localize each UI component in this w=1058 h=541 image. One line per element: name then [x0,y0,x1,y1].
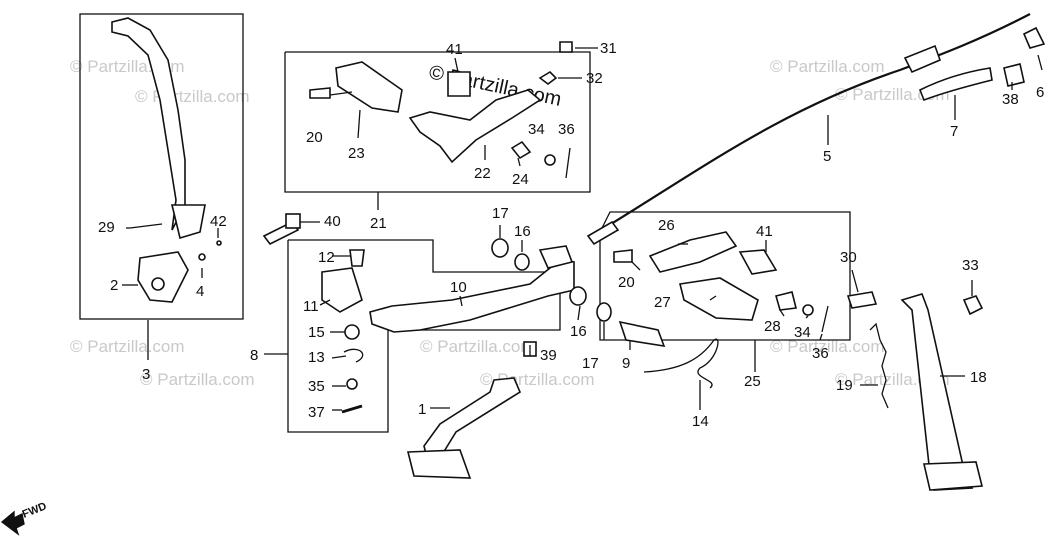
callout-36-b: 36 [812,345,829,362]
callout-5: 5 [823,148,831,165]
callout-12: 12 [318,249,335,266]
callout-17-b: 17 [582,355,599,372]
callout-25: 25 [744,373,761,390]
callout-42: 42 [210,213,227,230]
watermark: © Partzilla.com [770,57,885,76]
callout-7: 7 [950,123,958,140]
group-box-step-holder-left [284,51,591,193]
pivot-bolt-30 [846,291,878,309]
callout-34-b: 34 [794,324,811,341]
callout-14: 14 [692,413,709,430]
callout-8: 8 [250,347,258,364]
return-spring [643,338,719,389]
watermark: © Partzilla.com [135,87,250,106]
kick-starter-arm [111,17,222,303]
fwd-label: FWD [21,500,49,521]
callout-41-a: 41 [446,41,463,58]
watermark: © Partzilla.com [770,337,885,356]
callout-16-b: 16 [570,323,587,340]
callout-13: 13 [308,349,325,366]
fwd-arrow: FWD [0,500,49,536]
callout-16-a: 16 [514,223,531,240]
callout-24: 24 [512,171,529,188]
watermark: © Partzilla.com [420,337,535,356]
callout-3: 3 [142,366,150,383]
callout-26: 26 [658,217,675,234]
group-box-brake-pedal [287,239,561,433]
callout-37: 37 [308,404,325,421]
callout-29: 29 [98,219,115,236]
callout-17-a: 17 [492,205,509,222]
side-stand [900,293,984,491]
callout-20-b: 20 [618,274,635,291]
callout-33: 33 [962,257,979,274]
callout-38: 38 [1002,91,1019,108]
callout-31: 31 [600,40,617,57]
callout-18: 18 [970,369,987,386]
stand-spring [869,322,889,409]
callout-34-a: 34 [528,121,545,138]
callout-40: 40 [324,213,341,230]
callout-23: 23 [348,145,365,162]
callout-11: 11 [303,298,319,315]
callout-36-a: 36 [558,121,575,138]
callout-10: 10 [450,279,467,296]
callout-21: 21 [370,215,387,232]
watermark: © Partzilla.com [140,370,255,389]
group-box-step-holder-right [599,211,851,341]
nut-33 [962,295,984,316]
callout-1: 1 [418,401,426,418]
callout-15: 15 [308,324,325,341]
callout-4: 4 [196,283,204,300]
callout-9: 9 [622,355,630,372]
callout-27: 27 [654,294,671,311]
fwd-arrow-icon [0,510,25,536]
watermark: © Partzilla.com [70,337,185,356]
group-box-kick-starter [79,13,244,320]
clutch-cable [586,13,1046,246]
callout-22: 22 [474,165,491,182]
callout-28: 28 [764,318,781,335]
callout-39: 39 [540,347,557,364]
callout-labels: 1 2 3 4 5 6 7 8 9 10 11 12 13 14 15 16 1… [98,40,1044,430]
gear-shift-pedal [406,377,522,479]
callout-2: 2 [110,277,118,294]
callout-20-a: 20 [306,129,323,146]
callout-35: 35 [308,378,325,395]
callout-6: 6 [1036,84,1044,101]
callout-30: 30 [840,249,857,266]
callout-41-b: 41 [756,223,773,240]
leader-lines [122,47,1043,411]
step-holder-right [613,231,829,348]
step-holder-left [309,41,573,179]
callout-32: 32 [586,70,603,87]
bolt-40 [262,213,301,246]
callout-19: 19 [836,377,853,394]
